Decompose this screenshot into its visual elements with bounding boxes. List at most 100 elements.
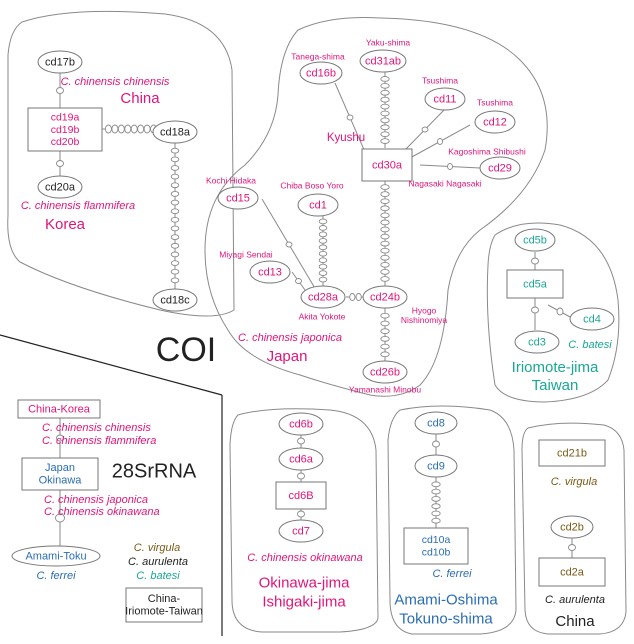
mutation-step bbox=[380, 240, 390, 247]
mutation-step bbox=[421, 126, 429, 133]
mutation-step bbox=[170, 173, 180, 180]
haplotype-node-cd13: cd13 bbox=[249, 260, 291, 284]
node-shape bbox=[152, 120, 198, 144]
mutation-step bbox=[380, 103, 390, 110]
box-label: cd21b bbox=[557, 447, 587, 459]
species-label: C. ferrei bbox=[432, 568, 472, 580]
haplotype-node-cd3: cd3 bbox=[514, 330, 560, 354]
mutation-step bbox=[380, 117, 390, 124]
chain-11-30a bbox=[421, 126, 429, 133]
mutation-step bbox=[380, 343, 390, 350]
haplotype-node-cd6a: cd6a bbox=[278, 447, 324, 471]
mutation-step bbox=[380, 226, 390, 233]
node-label: cd13 bbox=[258, 266, 282, 278]
node-shape bbox=[424, 87, 466, 111]
mutation-step bbox=[111, 124, 119, 134]
place-label: Nagasaki Nagasaki bbox=[408, 178, 481, 188]
node-label: cd28a bbox=[308, 291, 339, 303]
region-china-2 bbox=[521, 422, 627, 635]
box-label: cd2a bbox=[560, 566, 585, 578]
chain-6b-6a bbox=[297, 437, 305, 445]
haplotype-box-cd6B: cd6B bbox=[275, 481, 327, 510]
mutation-step bbox=[170, 147, 180, 154]
node-label: cd5b bbox=[523, 234, 547, 246]
haplotype-node-cd2b: cd2b bbox=[550, 515, 594, 539]
mutation-step bbox=[431, 496, 441, 502]
mutation-step bbox=[431, 481, 441, 488]
mutation-step bbox=[380, 76, 390, 82]
mutation-step bbox=[556, 307, 564, 316]
place-label: Chiba Boso Yoro bbox=[280, 180, 344, 190]
region-label: China bbox=[555, 613, 595, 630]
mutation-step bbox=[124, 124, 132, 134]
haplotype-node-cd29: cd29 bbox=[479, 156, 521, 180]
node-shape bbox=[414, 411, 458, 435]
box-shape bbox=[506, 269, 564, 299]
mutation-step bbox=[104, 124, 112, 134]
mutation-step bbox=[143, 124, 151, 134]
region-label: Okinawa-jima bbox=[259, 574, 351, 591]
haplotype-node-cd28a: cd28a bbox=[300, 285, 346, 309]
haplotype-node-cd1: cd1 bbox=[297, 193, 339, 217]
box-label: China-Korea bbox=[28, 403, 91, 415]
box-shape bbox=[275, 481, 327, 510]
node-shape bbox=[359, 49, 407, 73]
chain-5a-4 bbox=[556, 307, 564, 316]
place-label: Tanega-shima bbox=[291, 51, 345, 61]
node-label: cd3 bbox=[528, 336, 546, 348]
species-label: C. chinensis flammifera bbox=[42, 435, 156, 447]
chain-5b-5a bbox=[531, 257, 539, 265]
region-china-korea bbox=[7, 10, 235, 317]
place-label: Tsushima bbox=[422, 75, 458, 85]
node-shape bbox=[299, 61, 343, 85]
haplotype-box-cd5a: cd5a bbox=[506, 269, 564, 299]
node-shape bbox=[11, 545, 101, 567]
mutation-step bbox=[380, 351, 390, 358]
species-label: C. chinensis chinensis bbox=[42, 422, 151, 434]
mutation-step bbox=[380, 131, 390, 138]
mutation-step bbox=[56, 160, 64, 167]
mutation-step bbox=[531, 257, 539, 265]
species-label: C. batesi bbox=[568, 339, 612, 351]
mutation-step bbox=[380, 184, 390, 190]
box-shape bbox=[538, 439, 606, 467]
region-label: Tokuno-shima bbox=[399, 610, 493, 627]
chain-6B-7 bbox=[297, 510, 305, 518]
box-label: Iriomote-Taiwan bbox=[125, 606, 203, 618]
place-label: Tsushima bbox=[477, 97, 513, 107]
place-label: Nishinomiya bbox=[401, 315, 448, 325]
node-shape bbox=[249, 260, 291, 284]
mutation-step bbox=[170, 268, 180, 275]
mutation-step bbox=[431, 510, 441, 517]
region-okinawa-ishigaki bbox=[229, 408, 379, 633]
mutation-step bbox=[437, 138, 443, 145]
box-label: cd20b bbox=[51, 136, 80, 148]
place-label: Hyogo bbox=[412, 306, 437, 316]
chain-19-20a bbox=[56, 160, 64, 167]
node-shape bbox=[278, 447, 324, 471]
node-shape bbox=[514, 228, 556, 252]
species-label: C. chinensis okinawana bbox=[247, 552, 363, 564]
mutation-step bbox=[297, 437, 305, 445]
mutation-step bbox=[380, 212, 390, 219]
haplotype-node-cd31ab: cd31ab bbox=[359, 49, 407, 73]
node-label: cd16b bbox=[306, 67, 336, 79]
mutation-step bbox=[380, 247, 390, 254]
mutation-step bbox=[318, 244, 328, 251]
mutation-step bbox=[355, 293, 362, 301]
mutation-step bbox=[431, 488, 441, 495]
region-label: Amami-Oshima bbox=[394, 591, 498, 608]
box-label: cd19b bbox=[51, 124, 80, 136]
mutation-step bbox=[170, 165, 180, 171]
chain-5a-3 bbox=[531, 306, 539, 314]
chain-jo-amami bbox=[55, 513, 65, 523]
chain-ck-jo bbox=[56, 434, 64, 442]
mutation-step bbox=[55, 513, 65, 523]
mutation-step bbox=[380, 96, 390, 103]
node-shape bbox=[278, 412, 324, 436]
chain-18a-18c bbox=[170, 147, 180, 284]
haplotype-box-china-iriomote: China-Iriomote-Taiwan bbox=[125, 587, 203, 623]
node-label: cd15 bbox=[226, 192, 250, 204]
